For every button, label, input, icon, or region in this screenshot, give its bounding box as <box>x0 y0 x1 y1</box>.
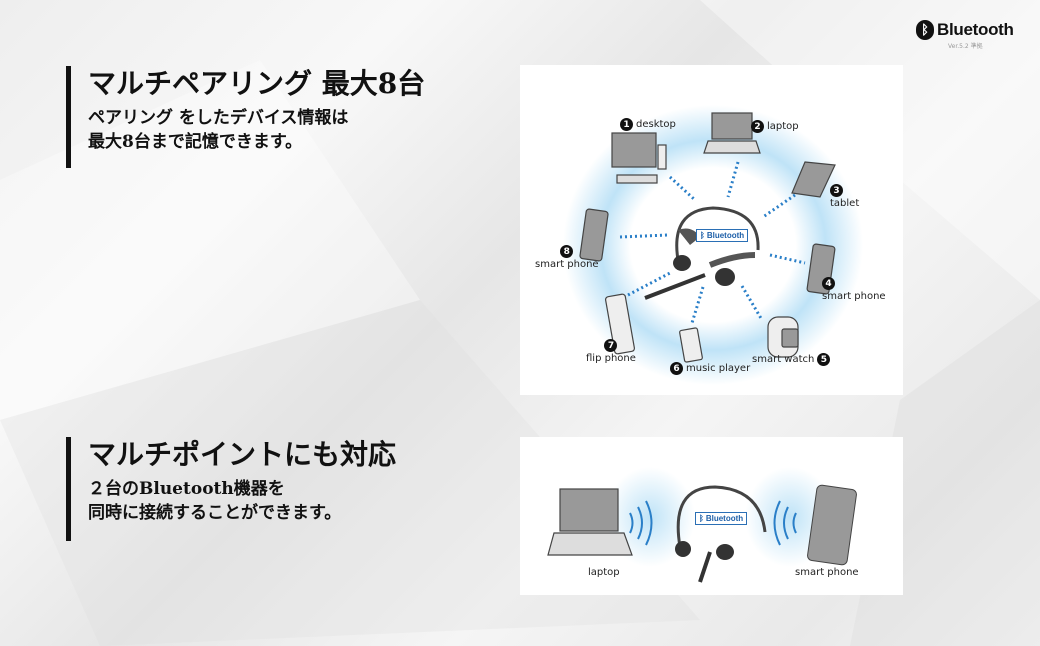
bluetooth-icon: ᛒ <box>699 514 704 523</box>
section-description: ペアリング をしたデバイス情報は 最大8台まで記憶できます。 <box>88 108 349 152</box>
smartphone-icon <box>579 208 609 262</box>
device-label-smartphone: smart phone <box>795 567 859 578</box>
diagram-graphics <box>563 105 863 385</box>
connection-lines <box>619 161 806 324</box>
desktop-icon <box>611 132 667 184</box>
multi-pairing-section: マルチペアリング 最大8台 ペアリング をしたデバイス情報は 最大8台まで記憶で… <box>66 66 425 168</box>
flip-phone-icon <box>604 293 636 355</box>
headset-icon <box>644 206 760 300</box>
bluetooth-version: Ver.5.2 準拠 <box>948 43 983 50</box>
section-title: マルチポイントにも対応 <box>88 438 397 471</box>
section-title: マルチペアリング 最大8台 <box>88 67 426 100</box>
bluetooth-icon: ᛒ <box>700 231 705 240</box>
laptop-icon <box>547 488 633 556</box>
laptop-icon <box>703 112 761 154</box>
multipoint-graphics <box>547 467 857 583</box>
multipoint-section: マルチポイントにも対応 ２台のBluetooth機器を 同時に接続することができ… <box>66 437 396 541</box>
bluetooth-icon: ᛒ <box>916 20 934 40</box>
device-label-laptop: laptop <box>588 567 620 578</box>
bluetooth-brand: ᛒ Bluetooth <box>916 20 1014 40</box>
headset-icon <box>675 485 767 583</box>
tablet-icon <box>791 161 836 198</box>
smartwatch-icon <box>767 316 799 358</box>
signal-waves-right <box>773 500 797 546</box>
signal-waves-left <box>629 500 653 546</box>
section-description: ２台のBluetooth機器を 同時に接続することができます。 <box>88 479 342 523</box>
music-player-icon <box>679 327 703 363</box>
smartphone-icon <box>807 484 857 566</box>
